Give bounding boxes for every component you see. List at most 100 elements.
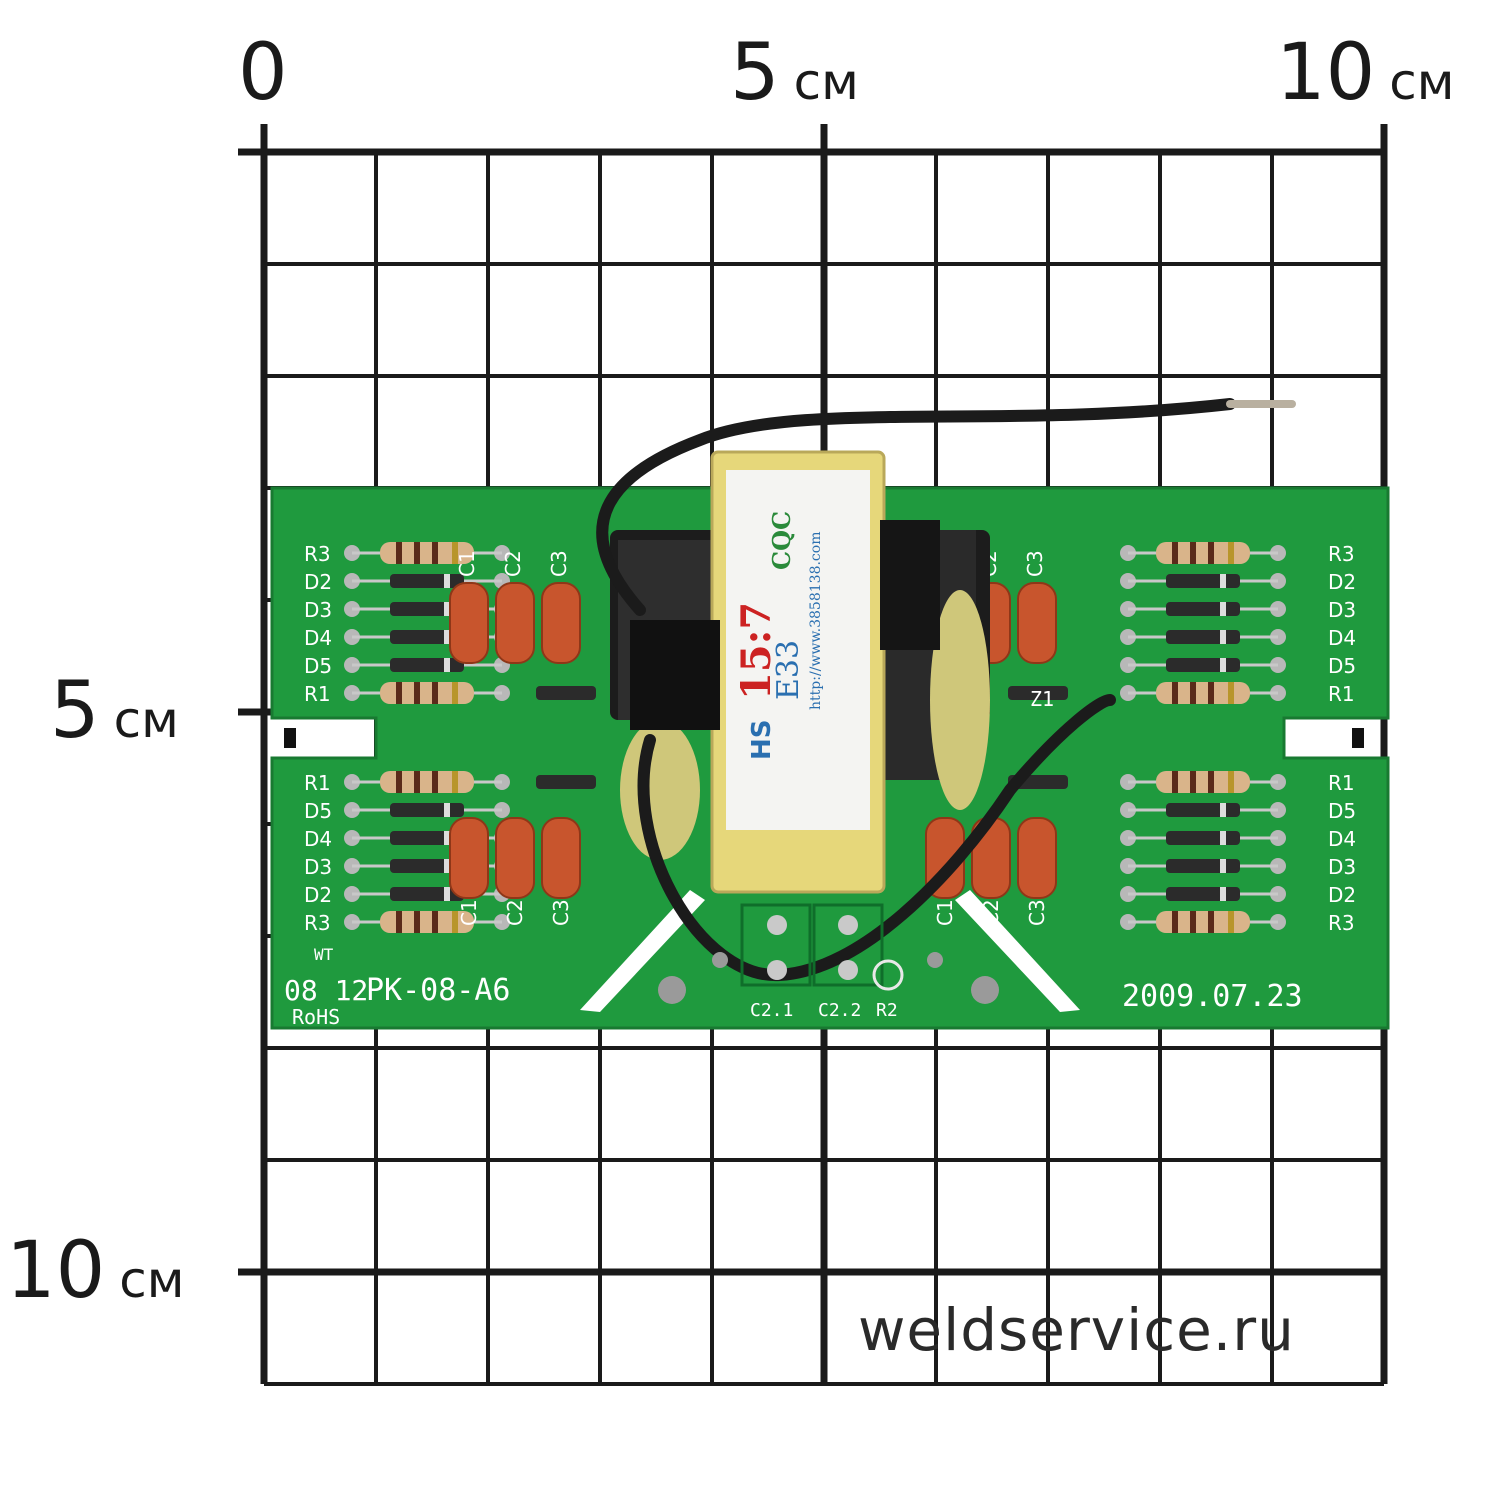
resistor <box>380 771 474 793</box>
diode <box>1166 630 1240 644</box>
resistor-band <box>414 771 420 793</box>
diode <box>1166 887 1240 901</box>
ruler-left-10-number: 10 <box>6 1226 106 1316</box>
silk-label: R3 <box>1328 911 1355 935</box>
silk-label: D2 <box>1328 570 1356 594</box>
capacitor-label: C1 <box>933 899 957 926</box>
diode <box>390 658 464 672</box>
rohs-mark: RoHS <box>292 1005 340 1029</box>
capacitor-label: C2 <box>979 899 1003 926</box>
zener-diode <box>536 686 596 700</box>
resistor-band <box>396 682 402 704</box>
diode <box>1166 859 1240 873</box>
resistor-band <box>452 771 458 793</box>
resistor-band <box>432 771 438 793</box>
diode-band <box>1220 887 1226 901</box>
diode-band <box>1220 602 1226 616</box>
ruler-left-5-unit: см <box>113 691 179 749</box>
capacitor-label: C3 <box>547 550 571 577</box>
silk-label: D3 <box>304 598 332 622</box>
resistor-band <box>1208 682 1214 704</box>
diode-band <box>444 887 450 901</box>
capacitor <box>541 582 581 664</box>
capacitor-label: C1 <box>455 550 479 577</box>
diode-band <box>444 859 450 873</box>
capacitor-label: C3 <box>1023 550 1047 577</box>
board-code: 08 12 <box>284 974 368 1007</box>
capacitor <box>495 817 535 899</box>
resistor-band <box>452 682 458 704</box>
label-r2: R2 <box>876 1000 898 1021</box>
board-date: 2009.07.23 <box>1122 979 1303 1014</box>
resistor <box>380 682 474 704</box>
resistor-band <box>1208 542 1214 564</box>
resistor-band <box>432 911 438 933</box>
resistor-band <box>1190 911 1196 933</box>
transformer-core: E33 <box>771 640 806 700</box>
silk-label: R3 <box>304 911 331 935</box>
silk-label: D2 <box>304 570 332 594</box>
label-z1: Z1 <box>1030 687 1054 711</box>
diode-band <box>444 831 450 845</box>
label-c2-2: C2.2 <box>818 1000 861 1021</box>
watermark: weldservice.ru <box>858 1296 1295 1364</box>
diode <box>1166 831 1240 845</box>
silk-label: D2 <box>1328 883 1356 907</box>
silk-label: D2 <box>304 883 332 907</box>
resistor-band <box>1228 542 1234 564</box>
diode <box>390 574 464 588</box>
silk-label: R1 <box>304 682 331 706</box>
silk-label: D4 <box>1328 626 1356 650</box>
resistor-band <box>1172 911 1178 933</box>
resistor-band <box>1190 771 1196 793</box>
silk-label: D5 <box>1328 654 1356 678</box>
capacitor <box>1017 817 1057 899</box>
capacitor-label: C3 <box>549 899 573 926</box>
ruler-top-5-number: 5 <box>730 28 780 118</box>
resistor-band <box>1172 682 1178 704</box>
resistor-band <box>452 542 458 564</box>
diode <box>1166 574 1240 588</box>
resistor <box>1156 542 1250 564</box>
resistor-band <box>1228 682 1234 704</box>
ruler-top-0: 0 <box>238 34 302 112</box>
diode <box>1166 658 1240 672</box>
ruler-top-10-unit: см <box>1389 53 1455 111</box>
transformer-ratio: 15:7 <box>733 602 780 700</box>
label-c2-1: C2.1 <box>750 1000 793 1021</box>
silk-label: R3 <box>1328 542 1355 566</box>
resistor-band <box>1208 771 1214 793</box>
resistor <box>1156 771 1250 793</box>
resistor-band <box>396 771 402 793</box>
output-pads <box>658 903 999 1004</box>
ruler-left-10-unit: см <box>119 1251 185 1309</box>
transformer-logo: HS <box>747 720 777 761</box>
silk-label: D3 <box>1328 855 1356 879</box>
diode-band <box>444 602 450 616</box>
ruler-top-5-unit: см <box>793 53 859 111</box>
diode-band <box>1220 803 1226 817</box>
capacitor <box>495 582 535 664</box>
resistor <box>380 542 474 564</box>
transformer <box>610 450 990 894</box>
capacitor-label: C2 <box>503 899 527 926</box>
diode-band <box>444 658 450 672</box>
resistor-band <box>396 911 402 933</box>
resistor-band <box>396 542 402 564</box>
ruler-left-5-number: 5 <box>50 666 100 756</box>
resistor-band <box>1190 542 1196 564</box>
capacitor <box>1017 582 1057 664</box>
resistor <box>1156 682 1250 704</box>
resistor-band <box>432 542 438 564</box>
diode <box>1166 803 1240 817</box>
resistor-band <box>414 542 420 564</box>
zener-diode <box>1008 686 1068 700</box>
silk-label: D5 <box>304 654 332 678</box>
diode-band <box>1220 630 1226 644</box>
diode-band <box>444 803 450 817</box>
resistor-band <box>414 682 420 704</box>
